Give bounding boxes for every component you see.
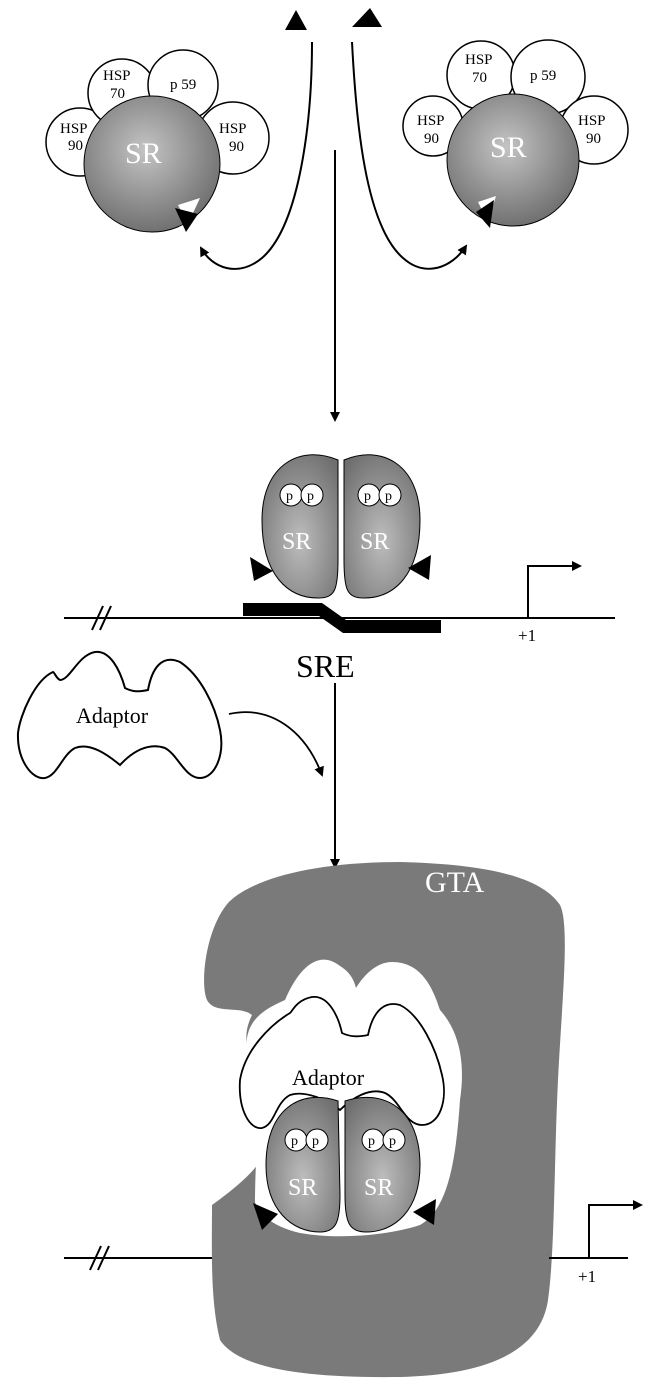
ligand-pocket-left (178, 198, 200, 224)
hsp70-right-line1: HSP (465, 52, 493, 68)
final-complex: GTA Adaptor p p p p SR SR (204, 862, 565, 1378)
inactive-complex-right: HSP 90 HSP 70 p 59 HSP 90 SR (402, 39, 629, 228)
hsp90-left-a-line2: 90 (68, 138, 83, 154)
hsp90-right-b-line2: 90 (586, 131, 601, 147)
phospho-f3: p (368, 1134, 375, 1149)
break-mark-2 (99, 605, 112, 631)
adaptor-free-label: Adaptor (76, 703, 149, 728)
tss-label-top: +1 (518, 626, 536, 645)
dimer-right-label: SR (360, 529, 389, 555)
p59-left-label: p 59 (170, 77, 196, 93)
break-mark-4 (97, 1245, 110, 1271)
phospho-f4: p (389, 1134, 396, 1149)
final-ligand-right (413, 1199, 436, 1225)
ligand-triangle-right (476, 200, 494, 228)
sre-element (243, 603, 441, 633)
hsp70-right-line2: 70 (472, 70, 487, 86)
hsp90-left-b-line2: 90 (229, 139, 244, 155)
ligand-triangle-left (175, 208, 198, 232)
adaptor-free: Adaptor (16, 650, 223, 780)
ligand-arrow-right (351, 41, 468, 270)
hsp90-right-a-line1: HSP (417, 113, 445, 129)
hsp90-right-a-line2: 90 (424, 131, 439, 147)
hsp90-left-a-line1: HSP (60, 121, 88, 137)
sr-left (83, 95, 221, 233)
tss-arrow-top (527, 561, 582, 618)
phospho-f1: p (291, 1134, 298, 1149)
dna-top: +1 SRE (64, 561, 615, 684)
break-mark-1 (91, 605, 104, 631)
tss-label-bottom: +1 (578, 1267, 596, 1286)
dimer-left-label: SR (282, 529, 311, 555)
adaptor-arrow (228, 711, 324, 777)
hsp70-left-line1: HSP (103, 68, 131, 84)
final-ligand-left (253, 1203, 278, 1230)
hsp90-right-b-line1: HSP (578, 113, 606, 129)
hsp90-left-b-line1: HSP (219, 121, 247, 137)
dimer-ligand-right (408, 555, 431, 580)
dna-bottom: +1 (64, 1200, 643, 1286)
final-sr-left-label: SR (288, 1175, 317, 1201)
sr-right (446, 93, 580, 227)
sr-left-label: SR (125, 137, 162, 170)
phospho-d4: p (385, 489, 392, 504)
sre-label: SRE (296, 648, 355, 684)
dimer-ligand-left (250, 557, 273, 581)
sr-right-label: SR (490, 131, 527, 164)
tss-arrow-bottom (588, 1200, 643, 1258)
sr-dimer: p p p p SR SR (250, 454, 431, 599)
phospho-d2: p (307, 489, 314, 504)
phospho-f2: p (312, 1134, 319, 1149)
final-sr-right (344, 1096, 421, 1233)
adaptor-bound-label: Adaptor (292, 1065, 365, 1090)
p59-right-label: p 59 (530, 68, 556, 84)
break-mark-3 (89, 1245, 102, 1271)
inactive-complex-left: HSP 90 HSP 70 p 59 HSP 90 SR (45, 49, 270, 233)
hormone-triangle-left (285, 10, 307, 30)
hormone-triangle-right (352, 8, 382, 27)
final-sr-right-label: SR (364, 1175, 393, 1201)
phospho-d3: p (364, 489, 371, 504)
ligand-arrow-left (200, 41, 313, 270)
phospho-d1: p (286, 489, 293, 504)
hsp70-left-line2: 70 (110, 86, 125, 102)
adaptor-bound (238, 996, 445, 1129)
sr-dimer-left (261, 454, 339, 599)
sr-dimer-right (343, 454, 421, 599)
gta-label: GTA (425, 866, 485, 899)
